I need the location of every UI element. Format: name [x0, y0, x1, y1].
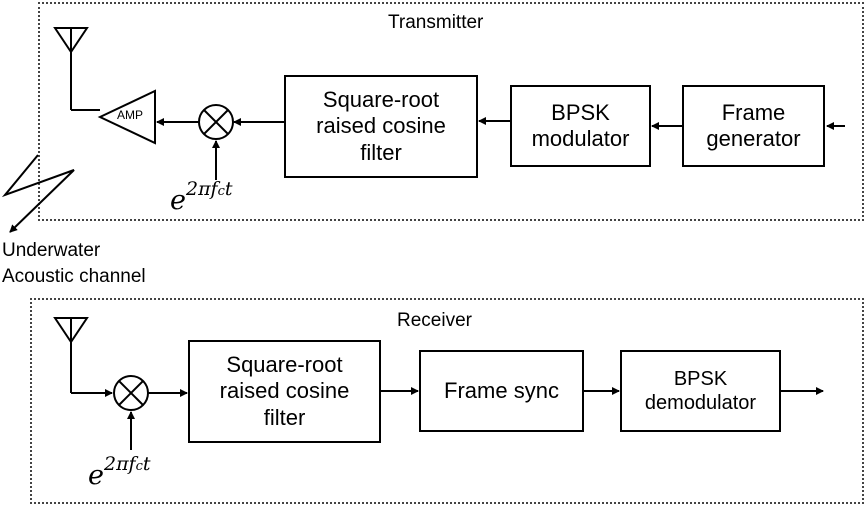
channel-link-icon: [1, 154, 75, 233]
tx-carrier-label: e2πfct: [170, 178, 233, 216]
channel-label: Underwater Acoustic channel: [2, 238, 146, 289]
rx-carrier-exp-sub: c: [135, 459, 143, 474]
rx-carrier-exp-pre: 2πf: [103, 453, 136, 475]
rx-carrier-label: e2πfct: [88, 453, 151, 491]
receiver-title: Receiver: [397, 310, 472, 331]
rx-carrier-exp-post: t: [142, 453, 151, 475]
tx-carrier-base: e: [170, 185, 186, 216]
rx-carrier-base: e: [88, 460, 104, 491]
tx-srrc-filter-block: Square-root raised cosine filter: [284, 75, 478, 178]
frame-sync-block: Frame sync: [419, 350, 584, 432]
tx-carrier-exp-post: t: [224, 178, 233, 200]
channel-label-line1: Underwater: [2, 240, 101, 261]
tx-antenna-icon: [53, 27, 100, 111]
channel-label-line2: Acoustic channel: [2, 265, 146, 287]
amplifier-icon: [97, 89, 156, 145]
amp-label: AMP: [117, 108, 144, 122]
transmitter-title: Transmitter: [388, 12, 484, 33]
frame-generator-block: Frame generator: [682, 85, 825, 167]
bpsk-demodulator-block: BPSK demodulator: [620, 350, 781, 432]
bpsk-modulator-block: BPSK modulator: [510, 85, 651, 167]
rx-srrc-filter-block: Square-root raised cosine filter: [188, 340, 381, 443]
tx-carrier-exp-sub: c: [217, 184, 225, 199]
rx-antenna-icon: [53, 317, 89, 393]
tx-mixer-icon: [198, 104, 234, 140]
receiver-section: [30, 298, 864, 504]
tx-carrier-exp-pre: 2πf: [185, 178, 218, 200]
rx-mixer-icon: [113, 375, 149, 411]
transmitter-section: [38, 2, 864, 221]
